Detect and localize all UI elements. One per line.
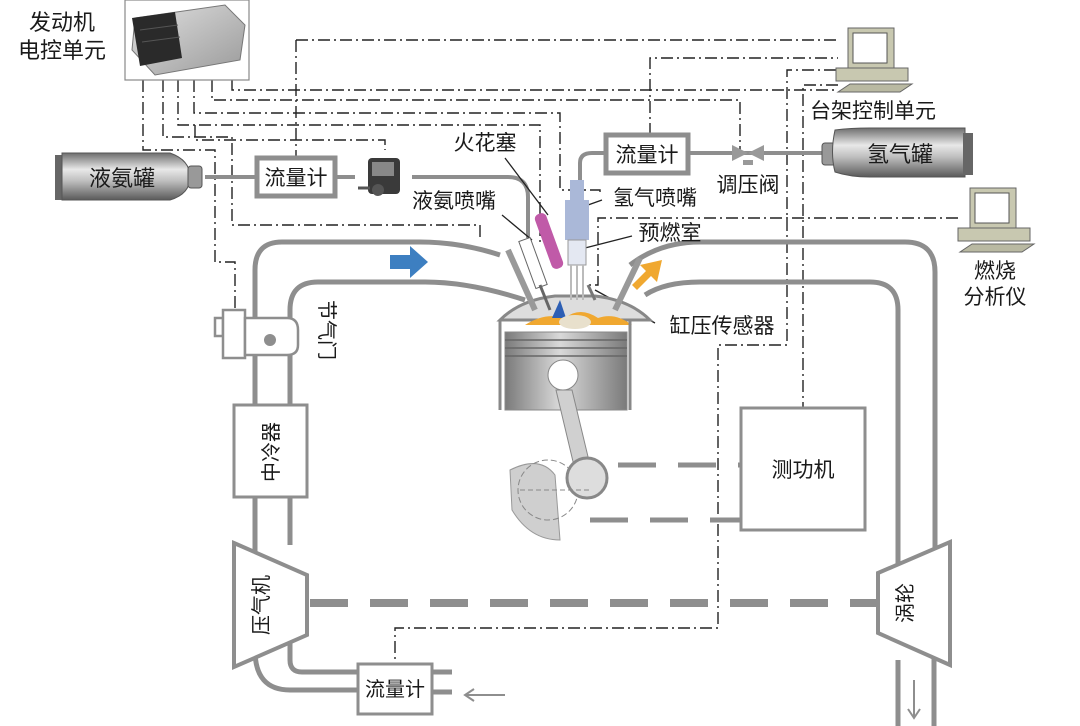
ammonia-flowmeter-box: [254, 155, 338, 199]
cylinder-pressure-sensor[interactable]: [586, 284, 597, 301]
bench-control-label: 台架控制单元: [810, 99, 936, 123]
air-flowmeter[interactable]: 流量计: [356, 662, 505, 716]
combustion-analyzer[interactable]: 燃烧 分析仪: [957, 187, 1036, 309]
high-pressure-pump-icon: [358, 158, 400, 196]
ammonia-injector-label: 液氨喷嘴: [412, 189, 496, 213]
intercooler-box: [232, 403, 309, 499]
hydrogen-injector[interactable]: [565, 180, 589, 266]
ammonia-flowmeter-label: 流量计: [265, 166, 328, 190]
gas-cylinder-icon: [821, 127, 973, 178]
spark-plug-label: 火花塞: [454, 131, 517, 155]
signal-ecu-pump: [194, 125, 386, 150]
ecu-module-icon: [131, 4, 246, 76]
hydrogen-tank-label: 氢气罐: [867, 143, 933, 168]
air-flowmeter-label: 流量计: [365, 677, 425, 701]
prechamber-leader: [584, 235, 633, 249]
ecu-label-line1: 发动机: [29, 11, 95, 36]
hydrogen-injector-leader: [587, 199, 603, 206]
spark-plug-leader: [504, 157, 549, 216]
hydrogen-flowmeter-label: 流量计: [616, 143, 679, 167]
spark-plug[interactable]: [533, 212, 564, 271]
signal-ecu-bench: [231, 80, 835, 91]
ammonia-tank-label: 液氨罐: [89, 167, 155, 192]
gas-cylinder-icon: [55, 152, 203, 201]
pipe-exhaust-inner: [643, 279, 901, 575]
ammonia-tank[interactable]: 液氨罐: [55, 152, 203, 201]
intercooler-label: 中冷器: [259, 422, 283, 482]
throttle[interactable]: 节气门: [213, 300, 339, 360]
pipe-intake-outer: [252, 239, 501, 693]
signal-ecu-spark: [177, 80, 541, 245]
signal-bench-airflow: [394, 69, 836, 665]
prechamber-label: 预燃室: [639, 221, 702, 245]
intake-flow-arrow: [390, 246, 428, 278]
intercooler[interactable]: 中冷器: [232, 403, 309, 499]
compressor-label: 压气机: [249, 575, 273, 635]
turbine-shape: [876, 538, 952, 669]
throttle-label: 节气门: [315, 300, 339, 360]
cylinder-head: [496, 294, 654, 322]
signal-lines: [142, 39, 958, 665]
turbine-label: 涡轮: [893, 583, 917, 623]
desktop-computer-icon: [957, 187, 1036, 253]
hydrogen-injector-label: 氢气喷嘴: [613, 186, 697, 210]
hydrogen-tank[interactable]: 氢气罐: [821, 127, 973, 178]
ecu-unit[interactable]: 发动机 电控单元: [18, 0, 250, 81]
ecu-label-line2: 电控单元: [18, 39, 106, 64]
dynamometer[interactable]: 测功机: [739, 406, 867, 532]
dynamometer-box: [739, 406, 867, 532]
signal-ecu-valve: [211, 80, 741, 150]
signal-ecu-ammonia-injector: [162, 80, 481, 240]
piston-pin: [547, 359, 579, 391]
pipe-compressor-inlet-inner: [287, 640, 358, 675]
pipe-flowmeter-h2injector: [578, 151, 606, 185]
ammonia-flowmeter[interactable]: 流量计: [254, 155, 338, 199]
desktop-computer-icon: [835, 27, 914, 93]
bench-control-unit[interactable]: 台架控制单元: [810, 27, 936, 123]
prechamber: [570, 265, 584, 300]
combustion-analyzer-label-line2: 分析仪: [964, 285, 1027, 309]
air-flowmeter-box: [356, 662, 434, 716]
signal-bench-dyno: [802, 84, 838, 408]
combustion-flame: [525, 300, 632, 329]
ammonia-injector-leader: [501, 214, 533, 241]
signal-analyzer-pressure: [588, 217, 958, 286]
pipe-intake-inner: [287, 279, 526, 545]
dynamometer-label: 测功机: [772, 458, 835, 482]
intake-valve: [505, 248, 538, 312]
pressure-regulator[interactable]: 调压阀: [717, 145, 780, 197]
exhaust-flow-arrow: [632, 260, 662, 290]
signal-flowmeter-h2: [649, 57, 838, 135]
pipe-exhaust-outer: [628, 239, 938, 560]
compressor[interactable]: 压气机: [232, 539, 309, 671]
ammonia-injector[interactable]: [518, 236, 552, 311]
cylinder-pressure-sensor-label: 缸压传感器: [670, 314, 775, 338]
pressure-valve-icon: [732, 145, 764, 165]
hydrogen-flowmeter[interactable]: 流量计: [603, 132, 691, 176]
hydrogen-flowmeter-box: [603, 132, 691, 176]
pressure-regulator-label: 调压阀: [717, 173, 780, 197]
signal-ecu-throttle: [142, 80, 236, 315]
turbine[interactable]: 涡轮: [876, 538, 952, 720]
exhaust-valve: [612, 256, 643, 312]
signal-ecu-h2injector: [193, 80, 601, 195]
crankshaft: [509, 456, 609, 541]
combustion-analyzer-label-line1: 燃烧: [974, 259, 1016, 283]
compressor-shape: [232, 539, 309, 671]
engine-cylinder: [496, 180, 654, 541]
